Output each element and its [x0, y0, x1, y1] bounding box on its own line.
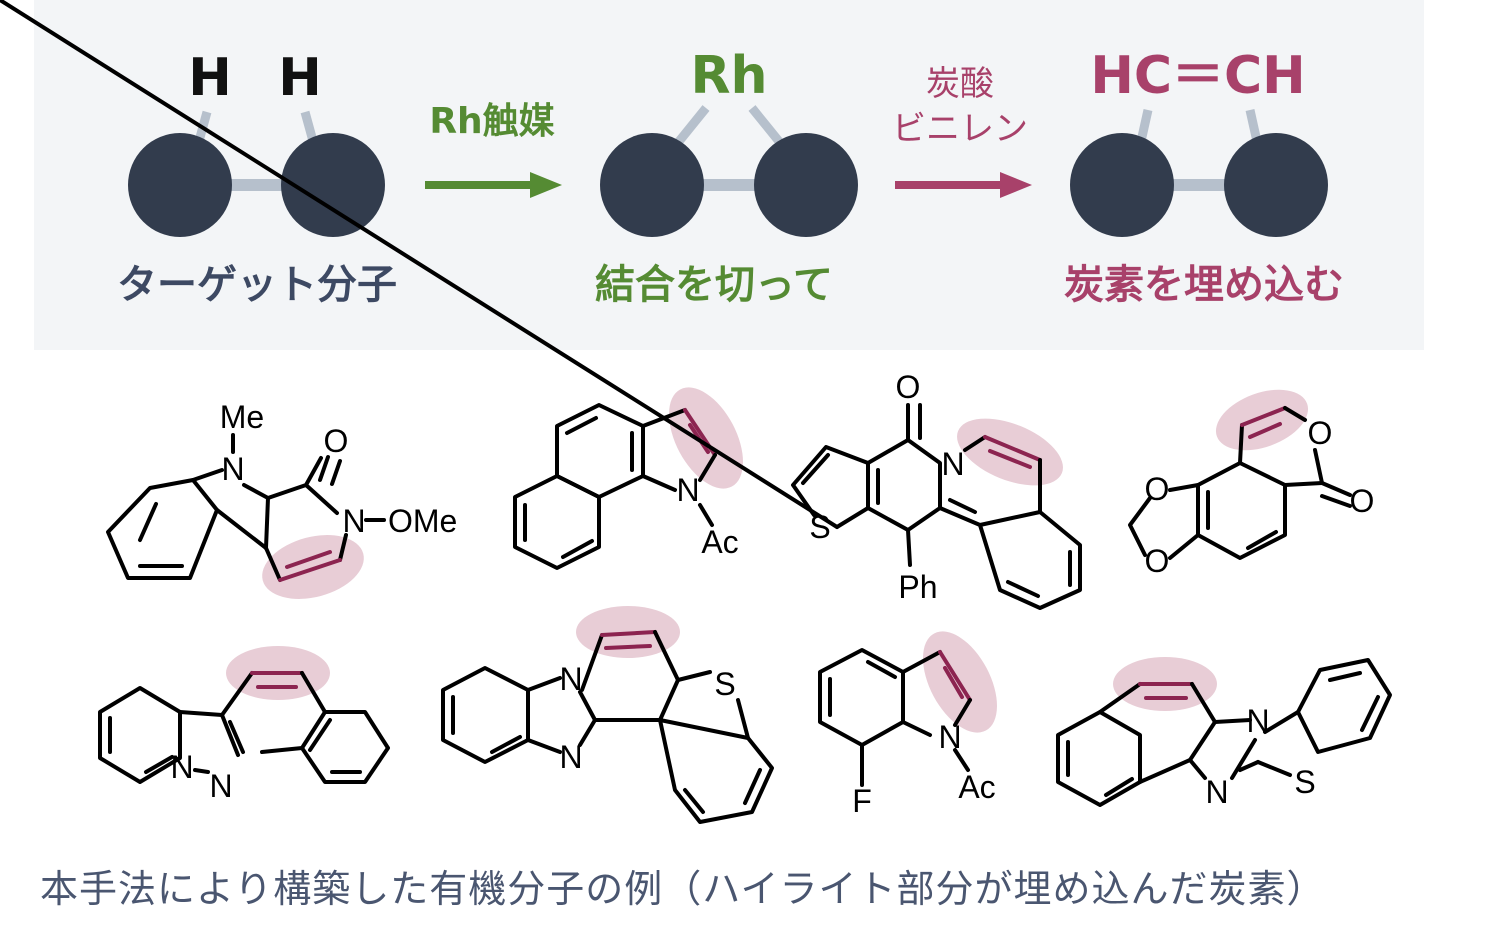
rh-catalyst-label: Rh触媒	[429, 101, 555, 142]
carbon-sphere-left	[600, 133, 704, 237]
scheme-step-target: H H ターゲット分子	[117, 48, 397, 308]
carbon-sphere-left	[128, 133, 232, 237]
hydrogen-right: H	[278, 48, 322, 108]
nitrogen-label: N	[170, 749, 193, 785]
nitrogen-label: N	[938, 719, 961, 755]
arrow-head	[1000, 172, 1032, 198]
scheme-step-rh: Rh 結合を切って	[595, 46, 858, 308]
nitrogen-label: N	[941, 446, 964, 482]
oxygen-label: O	[1350, 483, 1375, 519]
nitrogen-label: N	[1246, 703, 1269, 739]
oxygen-label: O	[1145, 471, 1170, 507]
vinylene-unit: HC＝CH	[1090, 46, 1305, 106]
scheme-arrow-vinylene: 炭酸 ビニレン	[892, 64, 1032, 198]
nitrogen-label: N	[559, 739, 582, 775]
arrow-head	[530, 172, 562, 198]
molecule-3: O N S Ph	[0, 0, 1082, 610]
methoxy-label: OMe	[388, 503, 457, 539]
sulfur-label: S	[809, 509, 830, 545]
nitrogen-label: N	[559, 661, 582, 697]
vinylene-carbonate-label-1: 炭酸	[926, 64, 994, 104]
nitrogen-label: N	[342, 503, 365, 539]
target-molecule-label: ターゲット分子	[117, 262, 397, 308]
sulfur-label: S	[714, 666, 735, 702]
carbon-sphere-right	[1224, 133, 1328, 237]
vinylene-carbonate-label-2: ビニレン	[892, 109, 1028, 149]
scheme-step-insert: HC＝CH 炭素を埋め込む	[1064, 46, 1344, 308]
molecule-2: N Ac	[513, 387, 743, 570]
figure-caption: 本手法により構築した有機分子の例（ハイライト部分が埋め込んだ炭素）	[40, 867, 1326, 911]
nitrogen-label: N	[1205, 774, 1228, 810]
scheme-arrow-rh: Rh触媒	[425, 101, 562, 198]
reaction-scheme-panel	[34, 0, 1424, 350]
phenyl-label: Ph	[898, 569, 937, 605]
rhodium-atom: Rh	[690, 46, 767, 106]
acetyl-label: Ac	[958, 769, 995, 805]
highlight	[1215, 389, 1309, 451]
oxygen-label: O	[1145, 543, 1170, 579]
carbon-insertion-label: 炭素を埋め込む	[1064, 262, 1344, 308]
methyl-label: Me	[220, 399, 264, 435]
highlight	[957, 418, 1063, 486]
acetyl-label: Ac	[701, 524, 738, 560]
molecule-1: Me N O N OMe	[106, 399, 457, 599]
nitrogen-label: N	[221, 451, 244, 487]
carbon-sphere-left	[1070, 133, 1174, 237]
molecule-6: N N S	[441, 606, 774, 824]
nitrogen-label: N	[209, 768, 232, 804]
fluorine-label: F	[852, 783, 872, 819]
bond-cleavage-label: 結合を切って	[595, 262, 833, 308]
molecule-4: O O O O	[1128, 389, 1375, 579]
molecule-5: N N	[98, 646, 390, 804]
oxygen-label: O	[896, 369, 921, 405]
oxygen-label: O	[324, 423, 349, 459]
carbon-sphere-right	[281, 133, 385, 237]
molecule-7: N Ac F	[818, 631, 997, 819]
hydrogen-left: H	[188, 48, 232, 108]
carbon-sphere-right	[754, 133, 858, 237]
sulfur-label: S	[1294, 764, 1315, 800]
nitrogen-label: N	[676, 472, 699, 508]
oxygen-label: O	[1308, 415, 1333, 451]
molecule-8: N N S	[1056, 657, 1392, 810]
